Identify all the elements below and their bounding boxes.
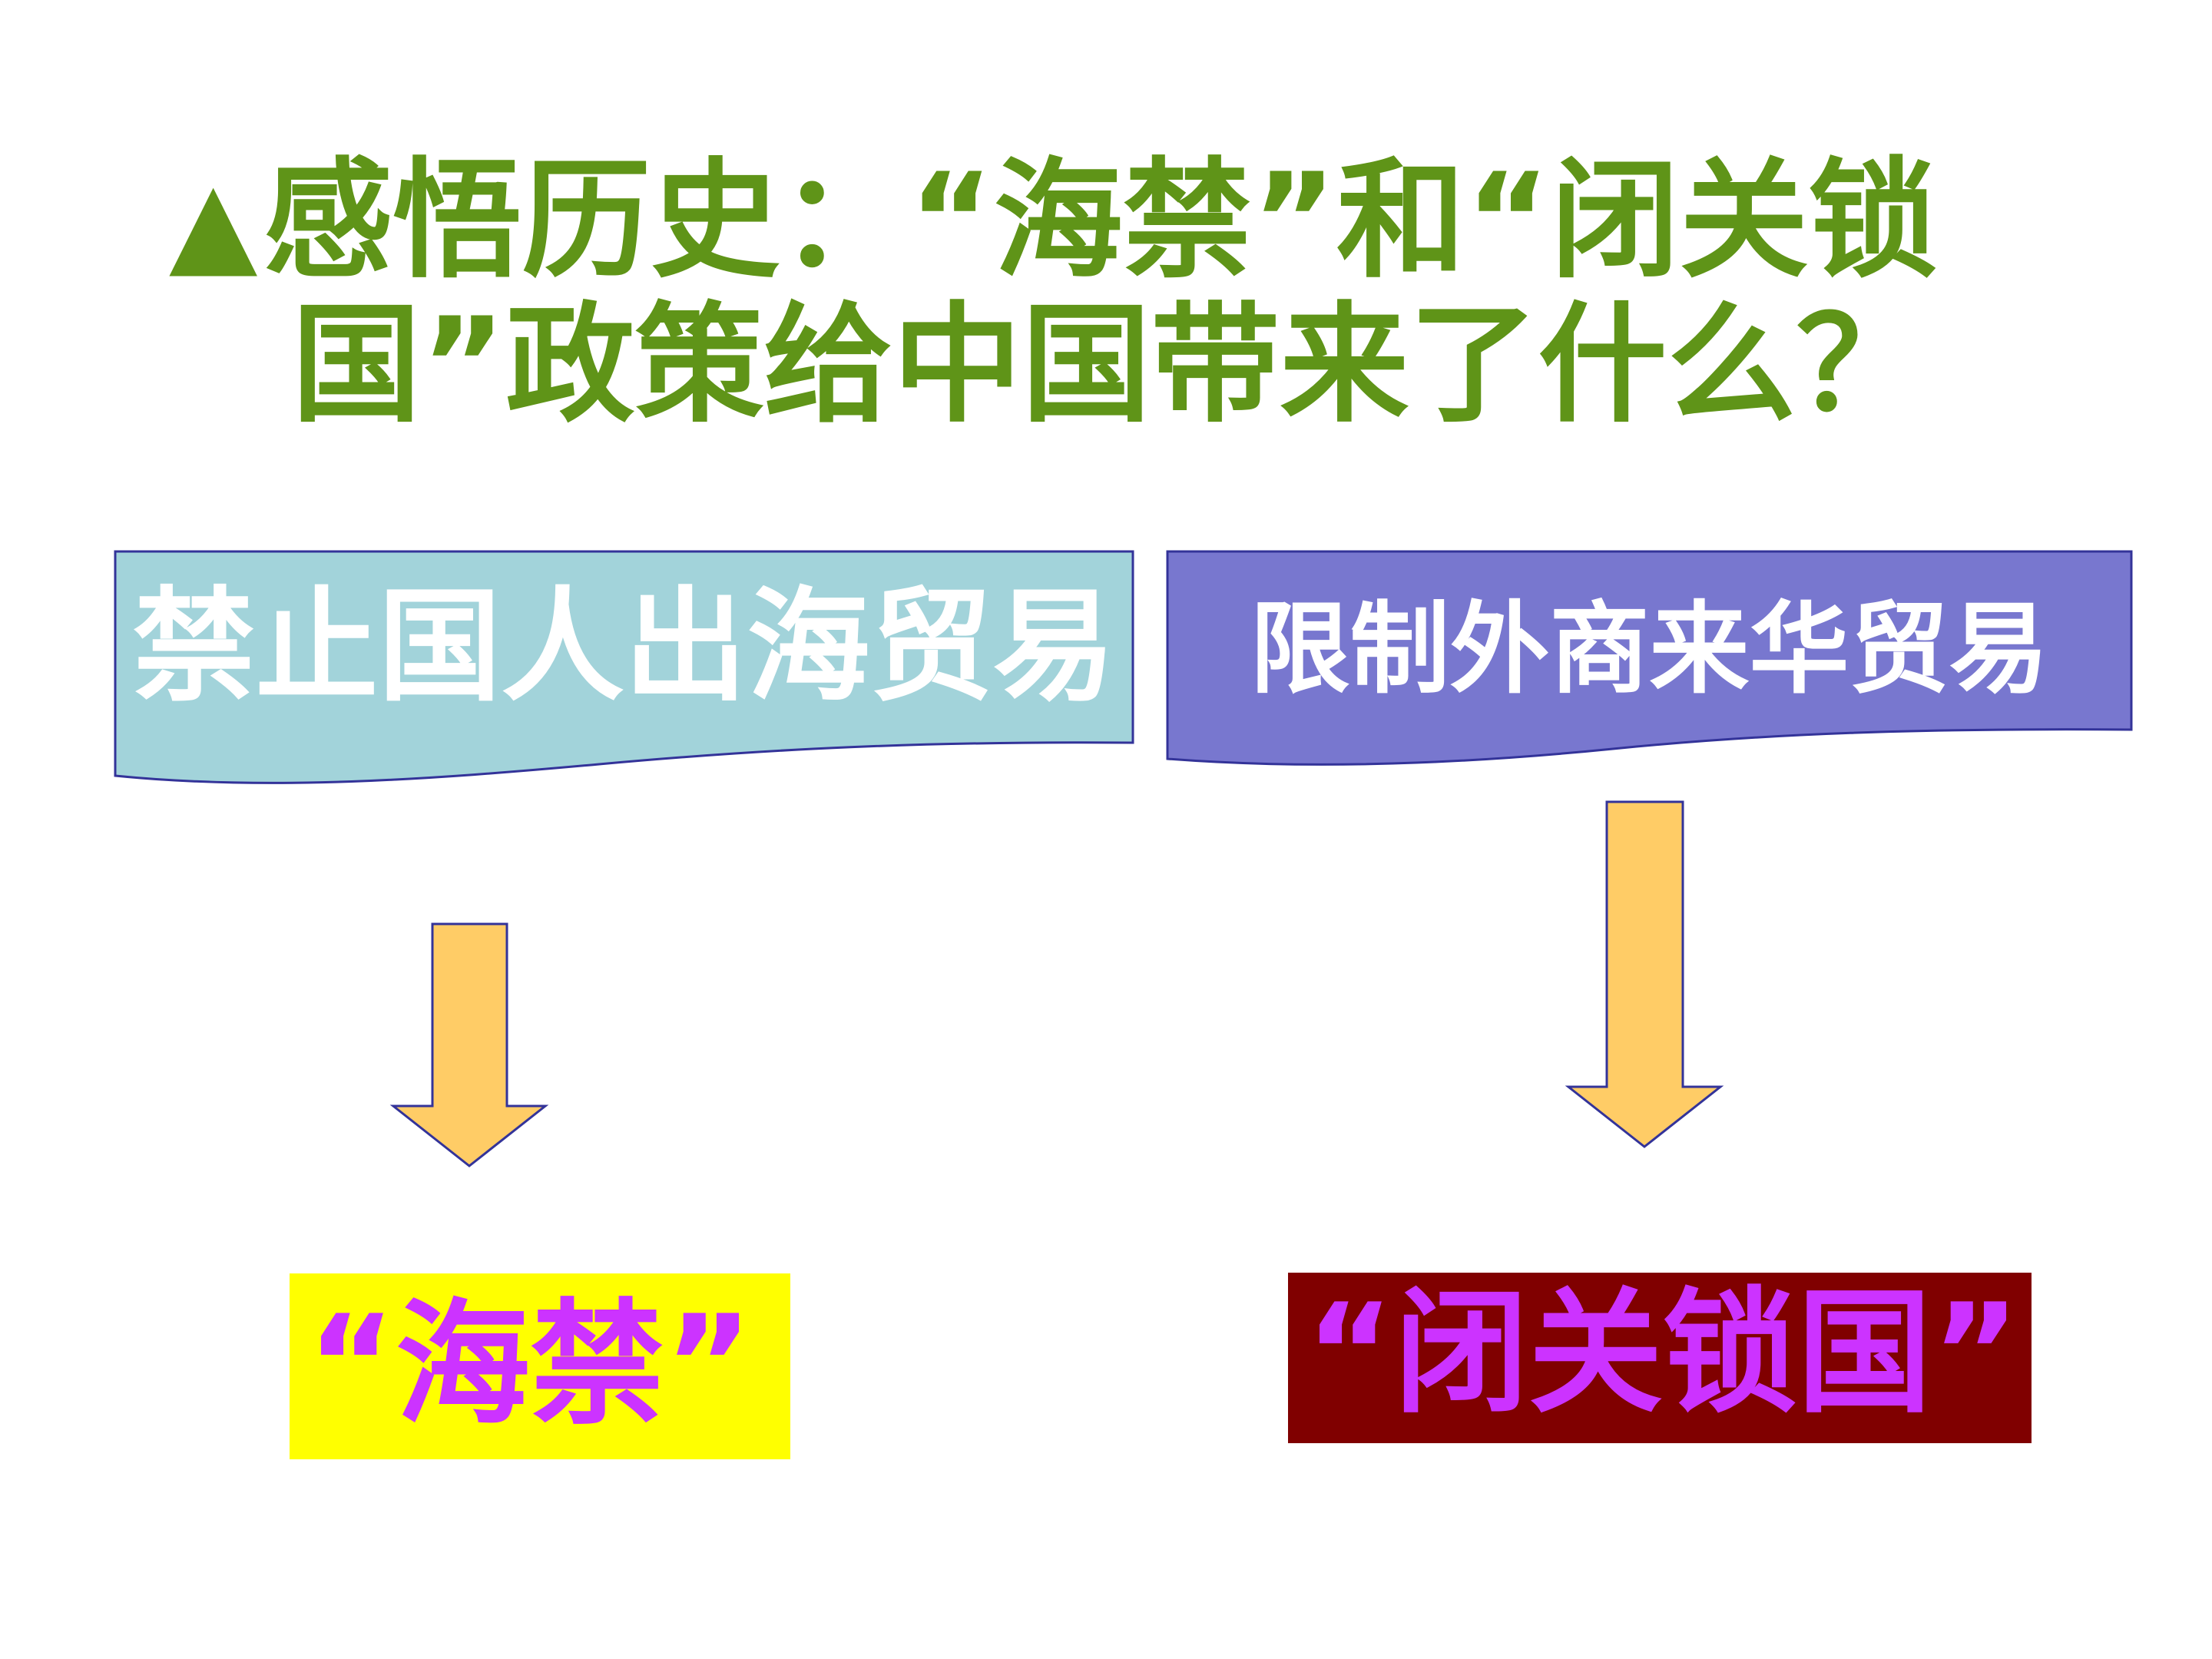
- title-line-1: 感悟历史：“海禁”和“闭关锁: [263, 145, 1938, 296]
- slide-title: ▲感悟历史：“海禁”和“闭关锁国”政策给中国带来了什么？: [169, 150, 2135, 436]
- cause-box-left: [114, 550, 1134, 784]
- result-label-haijin: “海禁”: [307, 1287, 753, 1443]
- down-arrow-right-icon: [1565, 800, 1724, 1148]
- result-label-biguan: “闭关锁国”: [1306, 1276, 2021, 1432]
- cause-box-right: [1166, 550, 2133, 766]
- cause-label-right: 限制外商来华贸易: [1250, 591, 2049, 707]
- result-box-haijin: [290, 1273, 790, 1459]
- down-arrow-left-icon: [389, 922, 549, 1167]
- title-line-2: 国”政策给中国带来了什么？: [292, 290, 1926, 440]
- result-box-biguan: [1288, 1273, 2032, 1443]
- triangle-marker-icon: ▲: [169, 156, 258, 290]
- cause-label-left: 禁止国人出海贸易: [132, 575, 1116, 718]
